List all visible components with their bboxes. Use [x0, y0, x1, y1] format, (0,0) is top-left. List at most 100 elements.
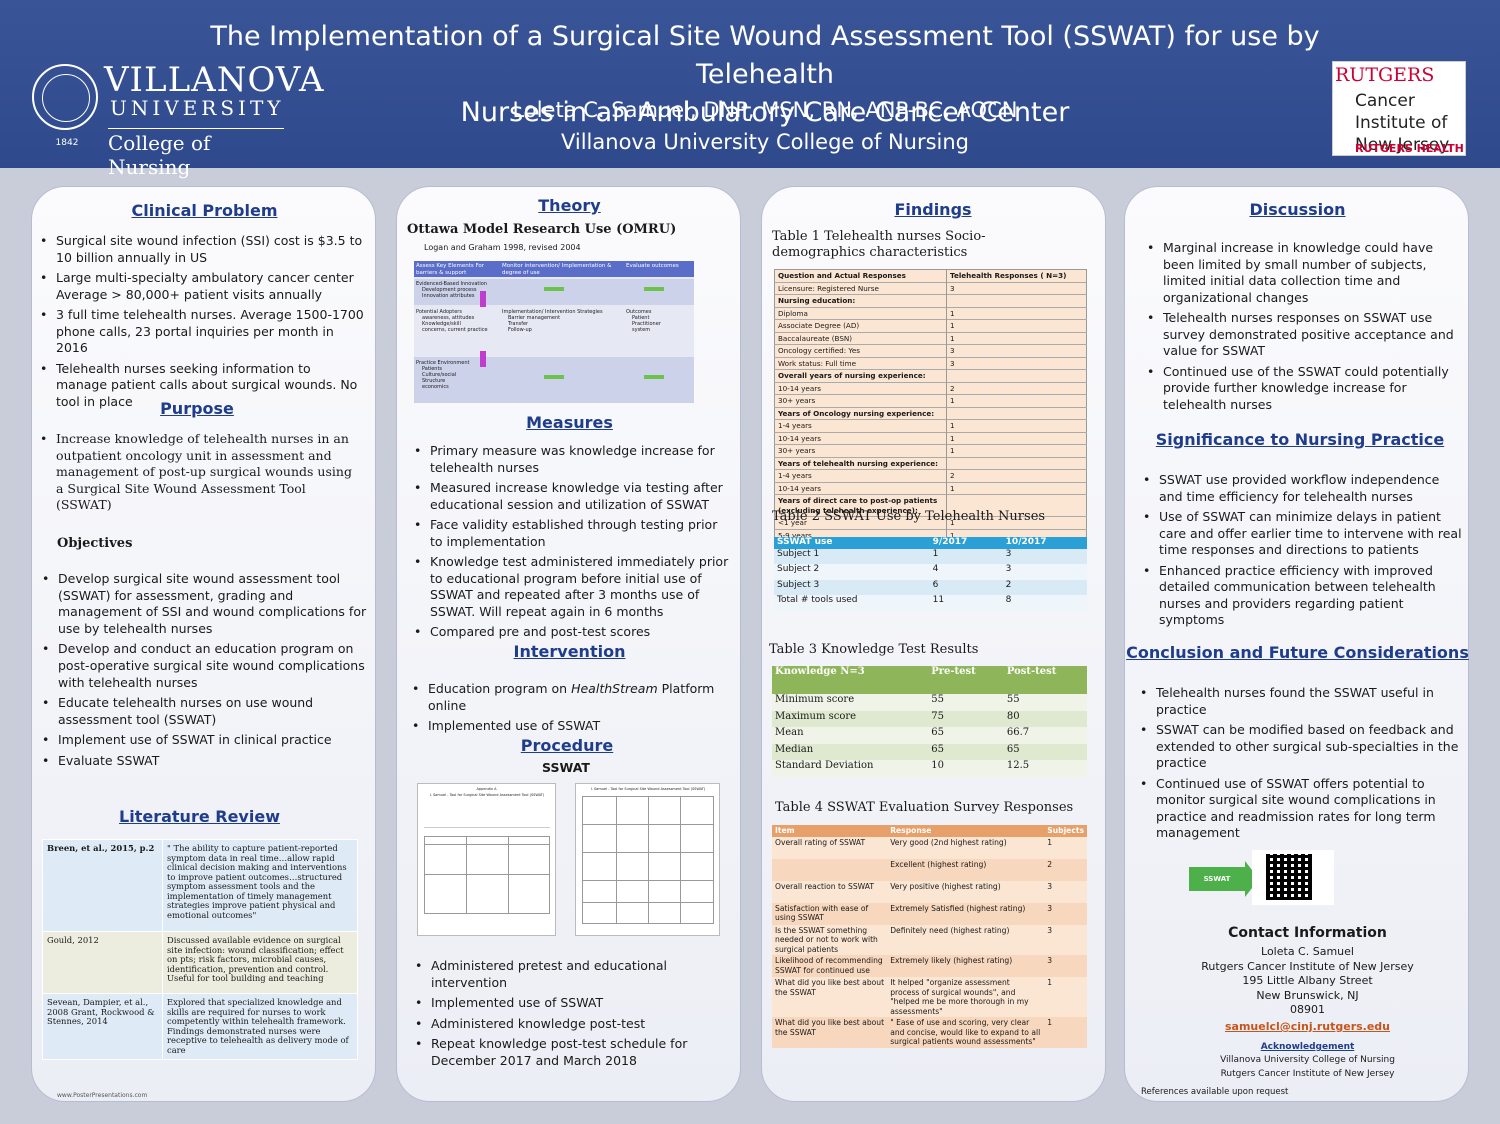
table-cell: SSWAT use: [777, 537, 833, 547]
list-item: Enhanced practice efficiency with improv…: [1143, 563, 1465, 629]
table-cell: 1: [946, 541, 1087, 554]
qr-code-icon[interactable]: [1252, 850, 1334, 905]
table-cell: 3: [1005, 564, 1012, 574]
contact-email-link[interactable]: samuelcl@cinj.rutgers.edu: [1224, 1020, 1391, 1033]
table-cell: 3: [946, 344, 1087, 357]
list-item: Evaluate SSWAT: [42, 753, 367, 770]
text-line: Rutgers Cancer Institute of New Jersey: [1220, 1069, 1395, 1079]
sswat-arrow-icon: SSWAT: [1189, 867, 1245, 891]
objectives-heading: Objectives: [57, 536, 133, 551]
table-cell: Item: [775, 826, 795, 835]
table-cell: 1: [946, 419, 1087, 432]
table-cell: 1: [946, 332, 1087, 345]
list-item: Repeat knowledge post-test schedule for …: [415, 1036, 725, 1069]
table-cell: 55: [1006, 694, 1020, 705]
table-cell: 3: [1047, 881, 1053, 891]
table-row: Nursing education:: [774, 294, 1087, 307]
author-affiliation: Villanova University College of Nursing: [560, 130, 970, 154]
list-item: Measured increase knowledge via testing …: [414, 480, 729, 513]
table-row: Years of direct care to post-op patients…: [774, 494, 1087, 517]
table-cell: What did you like best about the SSWAT: [775, 978, 885, 997]
table-cell: " The ability to capture patient-reporte…: [162, 839, 358, 932]
list-item: Implemented use of SSWAT: [415, 995, 725, 1012]
table-cell: Extremely Satisfied (highest rating): [890, 903, 1026, 913]
table-cell: 1: [1047, 978, 1053, 987]
sswat-form-page-2: I. Samuel - Tool for Surgical Site Wound…: [575, 783, 720, 936]
list-item: Implement use of SSWAT in clinical pract…: [42, 732, 367, 749]
table3-caption: Table 3 Knowledge Test Results: [769, 642, 979, 657]
discussion-heading: Discussion: [1249, 200, 1346, 219]
table-cell: Baccalaureate (BSN): [778, 333, 853, 343]
table-cell: 1: [946, 516, 1087, 529]
contact-heading: Contact Information: [1228, 925, 1387, 941]
list-item: Educate telehealth nurses on use wound a…: [42, 695, 367, 728]
rutgers-logo: RUTGERS Cancer Institute of New Jersey R…: [1332, 61, 1466, 156]
table-cell: " Ease of use and scoring, very clear an…: [890, 1018, 1041, 1046]
table-cell: It helped "organize assessment process o…: [890, 978, 1029, 1016]
table-cell: Question and Actual Responses: [778, 271, 906, 280]
procedure-sub: SSWAT: [542, 760, 590, 775]
clinical-problem-list: Surgical site wound infection (SSI) cost…: [40, 233, 365, 414]
table-cell: 12.5: [1006, 760, 1030, 771]
text-line: Rutgers Cancer Institute of New Jersey: [1201, 959, 1414, 973]
text-line: 195 Little Albany Street: [1242, 974, 1373, 987]
text-line: New Brunswick, NJ: [1256, 988, 1359, 1002]
table-cell: Licensure: Registered Nurse: [778, 283, 879, 293]
table-cell: 10-14 years: [778, 433, 821, 443]
table-cell: Very good (2nd highest rating): [890, 837, 1007, 847]
table-cell: 30+ years: [778, 446, 816, 455]
panel-column-4: Discussion Marginal increase in knowledg…: [1124, 186, 1469, 1102]
table-row: <1 year 1: [774, 516, 1087, 529]
table-cell: <1 year: [778, 518, 807, 527]
table-cell: 1: [946, 307, 1087, 320]
table-cell: 2: [1005, 579, 1012, 590]
table-cell: Overall years of nursing experience:: [778, 371, 926, 380]
footer-link[interactable]: www.PosterPresentations.com: [57, 1092, 148, 1099]
acknowledgement-heading: Acknowledgement: [1260, 1042, 1355, 1052]
table-cell: Gould, 2012: [42, 931, 163, 994]
list-item: Telehealth nurses responses on SSWAT use…: [1147, 310, 1457, 360]
panel-column-3: Findings Table 1 Telehealth nurses Socio…: [761, 186, 1106, 1102]
table-cell: 1: [1047, 837, 1053, 847]
purpose-heading: Purpose: [160, 399, 234, 418]
significance-heading: Significance to Nursing Practice: [1155, 430, 1445, 449]
measures-list: Primary measure was knowledge increase f…: [414, 443, 729, 645]
table-cell: 1-4 years: [778, 421, 812, 430]
table-cell: 30+ years: [778, 396, 816, 405]
table-row: What did you like best about the SSWAT" …: [772, 1017, 1087, 1048]
theory-subtitle: Ottawa Model Research Use (OMRU): [407, 222, 677, 237]
table-cell: 5-9 years: [778, 530, 812, 540]
table-cell: Post-test: [1006, 666, 1057, 677]
list-item: Telehealth nurses found the SSWAT useful…: [1140, 685, 1462, 718]
table-cell: Pre-test: [931, 666, 976, 677]
table-cell: 3: [946, 282, 1087, 295]
table-cell: 2: [946, 382, 1087, 395]
sswat-form-page-1: Appendix A I. Samuel - Tool for Surgical…: [417, 783, 556, 936]
list-item: Primary measure was knowledge increase f…: [414, 443, 729, 476]
table-cell: Associate Degree (AD): [778, 321, 860, 330]
list-item: Surgical site wound infection (SSI) cost…: [40, 233, 365, 266]
table-row: Excellent (highest rating)2: [772, 858, 1087, 881]
panel-column-2: Theory Ottawa Model Research Use (OMRU) …: [396, 186, 741, 1102]
table-cell: Overall rating of SSWAT: [775, 837, 866, 847]
table-row: 1-4 years 1: [774, 419, 1087, 432]
table-cell: 3: [1047, 903, 1053, 913]
table-cell: 6: [932, 579, 939, 590]
table-cell: Very positive (highest rating): [890, 881, 1001, 891]
table-cell: Response: [890, 826, 932, 835]
text-line: Loleta C. Samuel: [1261, 945, 1354, 958]
updown-arrow-icon: [480, 351, 486, 367]
table-cell: [946, 494, 1087, 517]
table-cell: Telehealth Responses ( N=3): [946, 269, 1087, 282]
